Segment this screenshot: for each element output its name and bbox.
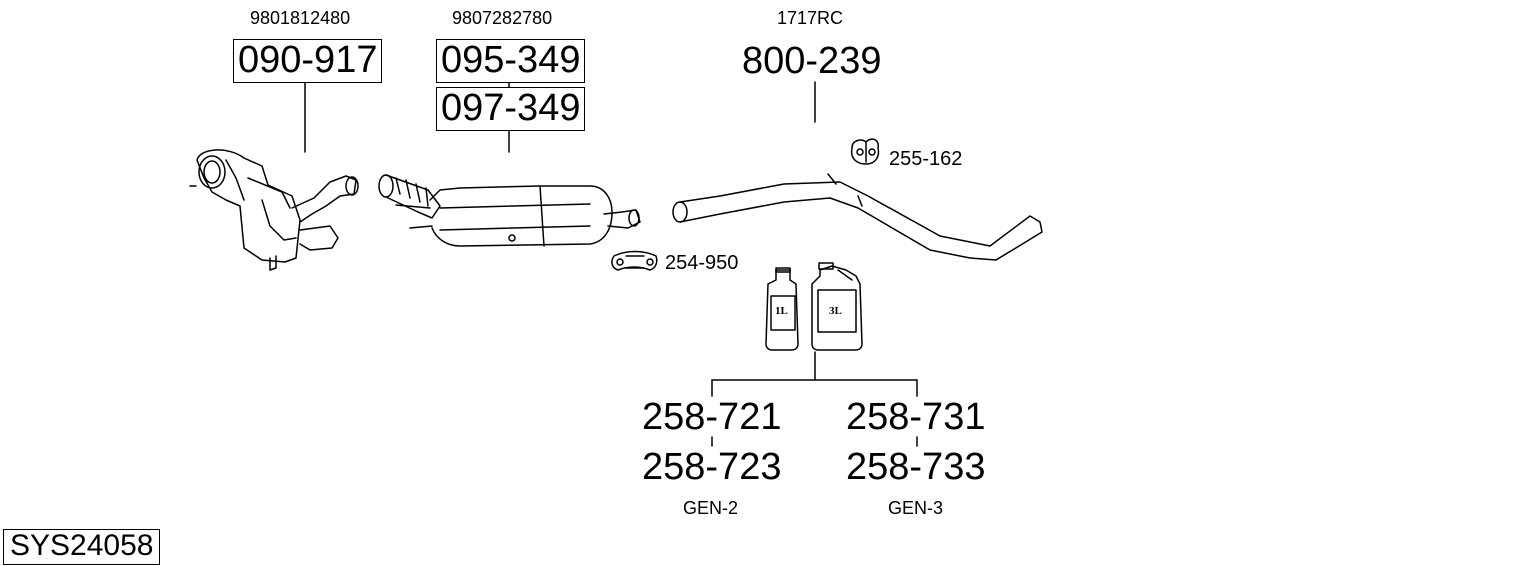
bottle-3l-icon bbox=[811, 262, 863, 351]
additive-gen3-part-1[interactable]: 258-731 bbox=[846, 396, 986, 438]
additive-gen2-part-1[interactable]: 258-721 bbox=[642, 396, 782, 438]
additive-bracket bbox=[711, 351, 918, 447]
clamp-part-number[interactable]: 254-950 bbox=[665, 252, 739, 274]
cat-oem-number: 9801812480 bbox=[250, 8, 351, 28]
rubber-hanger-icon bbox=[850, 138, 880, 165]
dpf-part-number-2[interactable]: 097-349 bbox=[436, 87, 586, 131]
dpf-oem-number: 9807282780 bbox=[452, 8, 553, 28]
pipe-part-number[interactable]: 800-239 bbox=[742, 40, 882, 82]
dpf-part-number-1[interactable]: 095-349 bbox=[436, 39, 586, 83]
additive-gen3-label: GEN-3 bbox=[888, 498, 944, 518]
additive-gen2-label: GEN-2 bbox=[683, 498, 739, 518]
additive-gen2-part-2[interactable]: 258-723 bbox=[642, 446, 782, 488]
connecting-pipe-icon bbox=[672, 173, 1043, 261]
bottle-1l-label: 1L bbox=[775, 305, 788, 317]
clamp-icon bbox=[611, 250, 658, 271]
catalytic-converter-icon bbox=[189, 149, 359, 271]
pipe-oem-number: 1717RC bbox=[777, 8, 844, 28]
cat-part-number[interactable]: 090-917 bbox=[233, 39, 383, 83]
dpf-silencer-icon bbox=[378, 174, 641, 247]
bottle-3l-label: 3L bbox=[829, 305, 842, 317]
additive-gen3-part-2[interactable]: 258-733 bbox=[846, 446, 986, 488]
bottle-1l-icon bbox=[765, 267, 799, 351]
system-code: SYS24058 bbox=[3, 529, 161, 565]
hanger-part-number[interactable]: 255-162 bbox=[889, 148, 963, 170]
